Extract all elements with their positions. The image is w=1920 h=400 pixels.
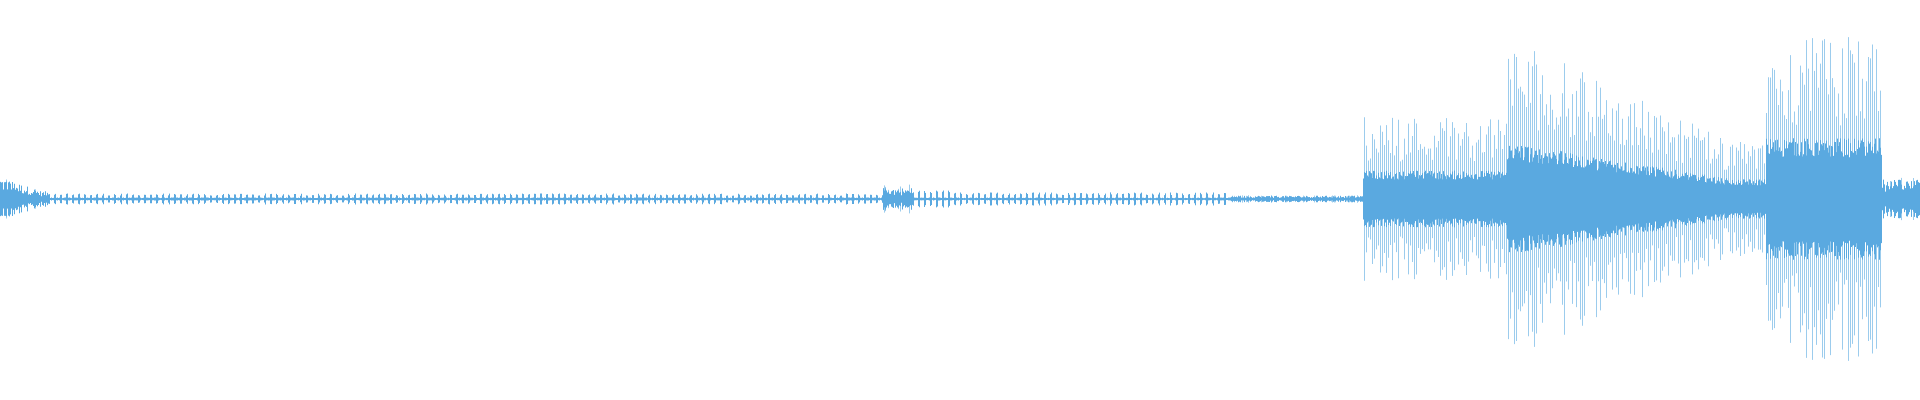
waveform-body bbox=[0, 138, 1920, 260]
